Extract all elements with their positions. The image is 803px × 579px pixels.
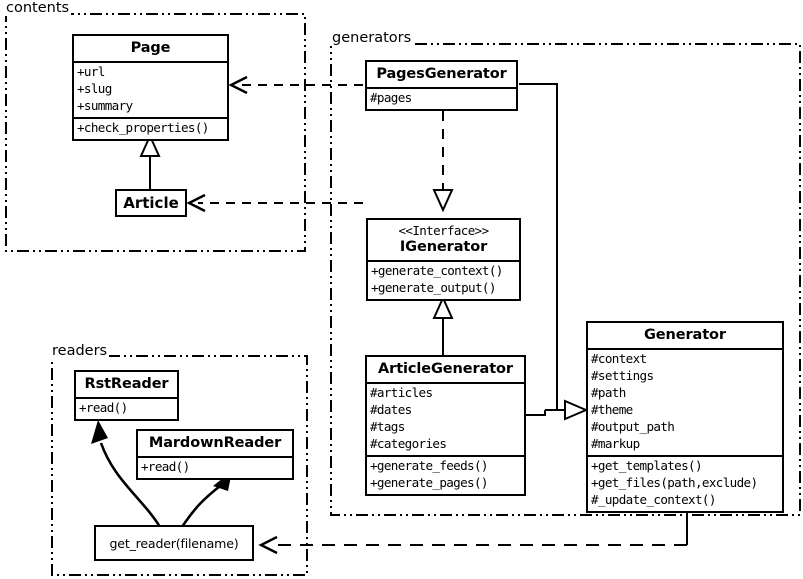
relation-pagesgenerator-to-page	[228, 75, 363, 95]
attribute: #settings	[591, 368, 654, 384]
class-pagesgenerator-title: PagesGenerator	[367, 62, 516, 90]
relation-pagesgenerator-to-igenerator	[432, 111, 454, 213]
class-rstreader[interactable]: RstReader +read()	[74, 370, 179, 422]
class-article-title: Article	[123, 194, 179, 212]
class-page-title: Page	[74, 36, 227, 64]
package-label-contents: contents	[4, 0, 72, 16]
attribute: #path	[591, 385, 626, 401]
package-label-readers: readers	[50, 343, 110, 359]
class-mardownreader-methods: +read()	[138, 458, 292, 478]
class-igenerator[interactable]: <<Interface>> IGenerator +generate_conte…	[366, 218, 521, 302]
class-articlegenerator-title: ArticleGenerator	[367, 357, 524, 385]
attribute: #markup	[591, 436, 640, 452]
class-generator-attributes: #context #settings #path #theme #output_…	[588, 350, 782, 455]
class-rstreader-title: RstReader	[76, 372, 177, 400]
method: +get_templates()	[591, 458, 703, 474]
attribute: +url	[77, 64, 105, 80]
class-generator-title: Generator	[588, 323, 782, 351]
attribute: #categories	[370, 436, 447, 452]
class-articlegenerator-attributes: #articles #dates #tags #categories	[367, 384, 524, 455]
relation-articlegenerator-to-article	[186, 193, 363, 213]
class-igenerator-name: IGenerator	[399, 239, 488, 255]
method: +read()	[141, 459, 190, 475]
method: +generate_pages()	[370, 475, 489, 491]
method: +generate_context()	[371, 263, 503, 279]
class-rstreader-methods: +read()	[76, 399, 177, 419]
method: +read()	[79, 400, 128, 416]
relation-generators-to-generator	[519, 83, 589, 421]
package-label-generators: generators	[330, 30, 414, 46]
method: +get_files(path,exclude)	[591, 475, 758, 491]
attribute: #articles	[370, 385, 433, 401]
class-article[interactable]: Article	[115, 189, 187, 217]
method: +generate_output()	[371, 280, 496, 296]
class-articlegenerator[interactable]: ArticleGenerator #articles #dates #tags …	[365, 355, 526, 497]
attribute: +summary	[77, 98, 133, 114]
class-pagesgenerator[interactable]: PagesGenerator #pages	[365, 60, 518, 112]
attribute: +slug	[77, 81, 112, 97]
class-mardownreader[interactable]: MardownReader +read()	[136, 429, 294, 481]
class-page-attributes: +url +slug +summary	[74, 63, 227, 117]
class-igenerator-title: <<Interface>> IGenerator	[368, 220, 519, 263]
class-page-methods: +check_properties()	[74, 117, 227, 139]
class-igenerator-methods: +generate_context() +generate_output()	[368, 262, 519, 299]
class-pagesgenerator-attributes: #pages	[367, 89, 516, 109]
class-igenerator-stereotype: <<Interface>>	[398, 223, 489, 238]
function-get-reader[interactable]: get_reader(filename)	[94, 525, 254, 561]
method: #_update_context()	[591, 492, 716, 508]
attribute: #theme	[591, 402, 633, 418]
class-page[interactable]: Page +url +slug +summary +check_properti…	[72, 34, 229, 142]
relation-article-to-page	[139, 133, 161, 189]
class-articlegenerator-methods: +generate_feeds() +generate_pages()	[367, 455, 524, 494]
class-mardownreader-title: MardownReader	[138, 431, 292, 459]
method: +generate_feeds()	[370, 458, 489, 474]
class-generator-methods: +get_templates() +get_files(path,exclude…	[588, 455, 782, 511]
attribute: #tags	[370, 419, 405, 435]
method: +check_properties()	[77, 120, 209, 136]
function-get-reader-label: get_reader(filename)	[109, 535, 239, 551]
attribute: #pages	[370, 90, 412, 106]
attribute: #output_path	[591, 419, 675, 435]
attribute: #dates	[370, 402, 412, 418]
relation-articlegenerator-to-igenerator	[432, 295, 454, 355]
attribute: #context	[591, 351, 647, 367]
class-generator[interactable]: Generator #context #settings #path #them…	[586, 321, 784, 514]
